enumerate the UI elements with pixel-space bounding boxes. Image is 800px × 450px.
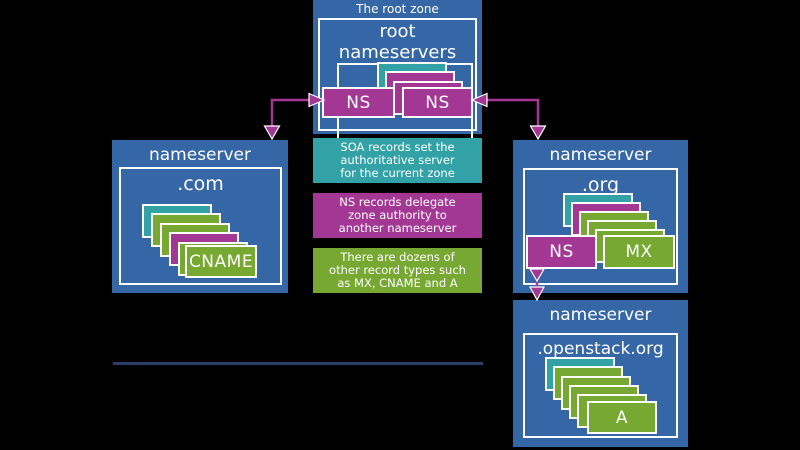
legend-ns-line: another nameserver	[338, 221, 457, 235]
nameserver-title: nameserver	[549, 305, 652, 325]
legend-ns-line: zone authority to	[348, 208, 447, 222]
legend-other-records: There are dozens of other record types s…	[313, 248, 482, 293]
legend-other-line: as MX, CNAME and A	[337, 276, 458, 290]
nameserver-com-panel: nameserver .com CNAME	[112, 140, 288, 293]
legend-soa-line: for the current zone	[340, 166, 455, 180]
nameserver-title: nameserver	[148, 145, 252, 165]
legend-ns: NS records delegate zone authority to an…	[313, 193, 482, 238]
legend-soa: SOA records set the authoritative server…	[313, 138, 482, 183]
zone-box-org: .org	[523, 168, 678, 285]
legend-soa-line: authoritative server	[340, 153, 455, 167]
legend-ns-line: NS records delegate	[339, 195, 456, 209]
divider-line	[113, 362, 483, 365]
nameserver-openstack-panel: nameserver .openstack.org A	[513, 300, 688, 447]
zone-label-openstack: .openstack.org	[537, 339, 664, 359]
zone-box-com: .com	[119, 167, 282, 285]
mx-record-box: MX	[603, 235, 675, 269]
ns-record-box: NS	[402, 87, 473, 118]
ns-record-box: NS	[322, 87, 395, 118]
ns-record-box: NS	[526, 235, 597, 269]
arrow-head-icon	[263, 125, 281, 141]
zone-box-openstack: .openstack.org	[523, 333, 678, 438]
zone-label-org: .org	[581, 174, 620, 196]
cname-record-box: CNAME	[185, 245, 257, 278]
legend-other-line: other record types such	[329, 263, 466, 277]
arrow-root-to-org	[470, 92, 547, 141]
zone-label-com: .com	[177, 173, 224, 195]
root-nameservers-title: root nameservers	[338, 21, 457, 63]
arrow-head-icon	[529, 125, 547, 141]
root-zone-panel: The root zone root nameservers . NS NS	[313, 0, 482, 146]
a-record-box: A	[587, 401, 657, 434]
nameserver-title: nameserver	[549, 145, 652, 165]
legend-soa-line: SOA records set the	[340, 140, 455, 154]
legend-other-line: There are dozens of	[340, 250, 455, 264]
nameserver-org-panel: nameserver .org NS MX	[513, 140, 688, 293]
root-zone-banner: The root zone	[356, 2, 439, 16]
